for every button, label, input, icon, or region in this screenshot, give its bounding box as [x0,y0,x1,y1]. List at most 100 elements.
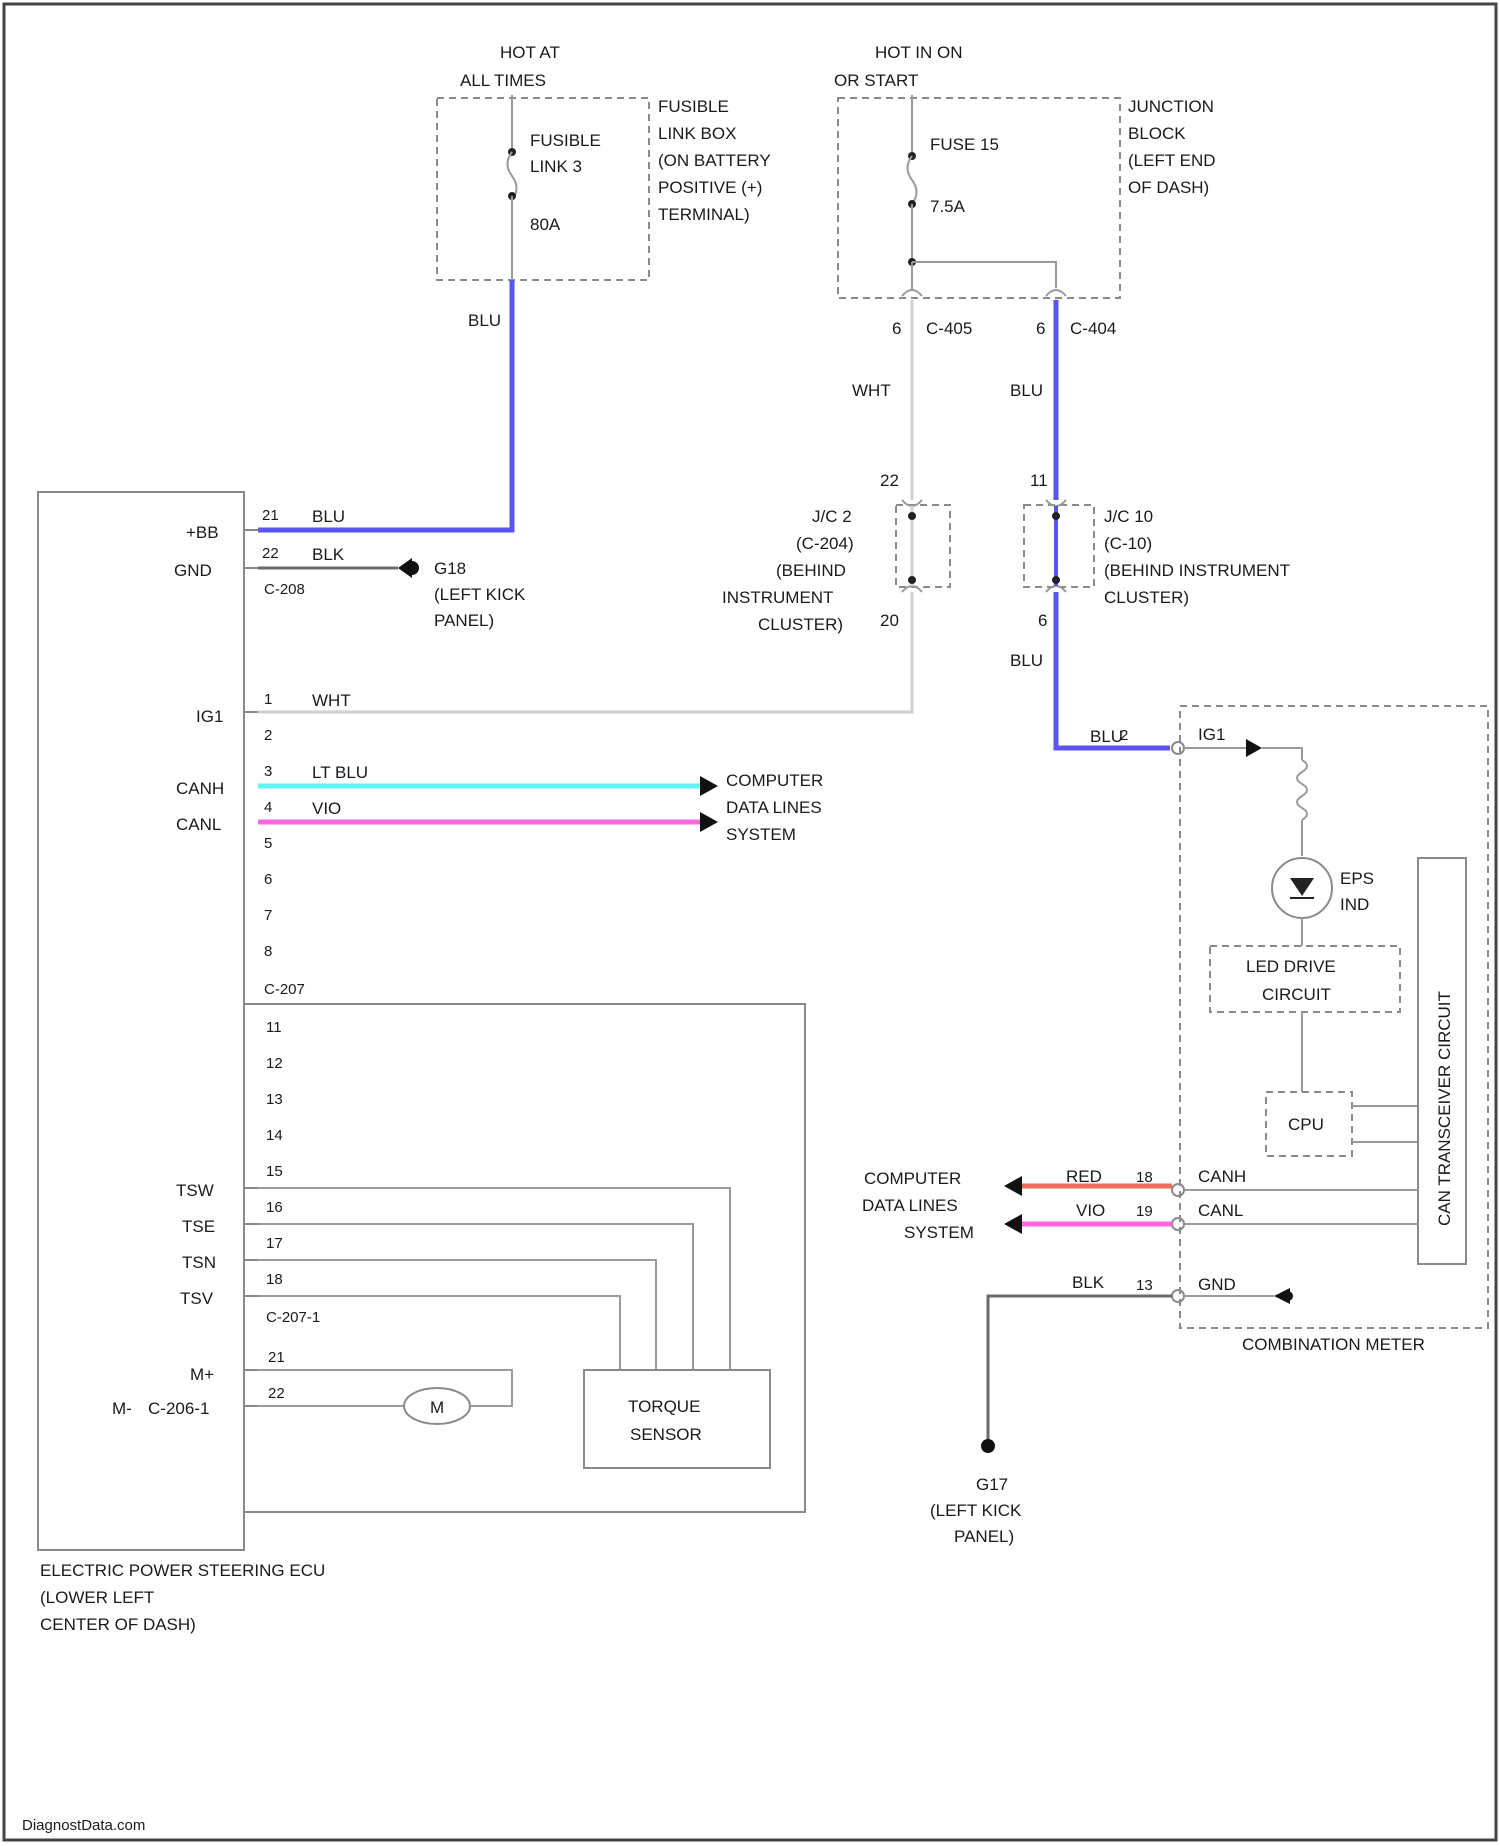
ecu-pin-7: 7 [264,907,272,924]
jb-loc-1: JUNCTION [1128,97,1214,116]
meter-label-ig1: IG1 [1198,725,1225,744]
ground-g17-icon [981,1439,995,1453]
ground-g17-loc-1: (LEFT KICK [930,1501,1022,1520]
meter-label-gnd: GND [1198,1275,1236,1294]
wire-tsw [258,1188,730,1370]
torque-sensor-box [584,1370,770,1468]
ecu-pin-17: 17 [266,1235,283,1252]
ecu-pin-5: 5 [264,835,272,852]
hot-at-all-times-2: ALL TIMES [460,71,546,90]
wire-label-blk-meter: BLK [1072,1273,1105,1292]
arrow-icon [1004,1214,1022,1234]
jb-loc-3: (LEFT END [1128,151,1216,170]
fusible-link-box: HOT AT ALL TIMES FUSIBLE LINK 3 80A FUSI… [437,43,771,330]
hot-in-on-2: OR START [834,71,918,90]
ecu-conn-c208: C-208 [264,581,305,598]
meter-data-lines-2: DATA LINES [862,1196,958,1215]
ecu-conn-c2071: C-207-1 [266,1309,320,1326]
ecu-label-tsn: TSN [182,1253,216,1272]
ecu-conn-c2061: C-206-1 [148,1399,209,1418]
ecu-pin-13: 13 [266,1091,283,1108]
arrow-icon [700,776,718,796]
motor-label: M [430,1398,444,1417]
connector-c404-symbol [1046,290,1066,296]
combination-meter: 2 BLU IG1 EPS IND LED DRIVE CIRCUIT CPU … [862,706,1488,1546]
eps-ecu-body [38,492,244,1550]
eps-ind-2: IND [1340,895,1369,914]
ground-g17-name: G17 [976,1475,1008,1494]
hot-at-all-times-1: HOT AT [500,43,560,62]
meter-label-canl: CANL [1198,1201,1243,1220]
jc2-outline [896,505,950,587]
wire-label-wht-jb: WHT [852,381,891,400]
ecu-pin-16: 16 [266,1199,283,1216]
ecu-pin-21: 21 [262,507,279,524]
wire-label-blu-meter: BLU [1090,727,1123,746]
wire-label-vio-ecu: VIO [312,799,341,818]
meter-data-lines-1: COMPUTER [864,1169,961,1188]
fusible-loc-5: TERMINAL) [658,205,750,224]
fusible-loc-2: LINK BOX [658,124,736,143]
can-transceiver-label: CAN TRANSCEIVER CIRCUIT [1435,991,1454,1226]
ecu-label-canh: CANH [176,779,224,798]
ecu-label-tsw: TSW [176,1181,214,1200]
jc2-label-3: (BEHIND [776,561,846,580]
jc10-bottom-pin: 6 [1038,611,1047,630]
ecu-label-mplus: M+ [190,1365,214,1384]
jc2-label-1: J/C 2 [812,507,852,526]
ground-g18-name: G18 [434,559,466,578]
wire-wht-ig1 [258,592,912,712]
wire-tsv [258,1296,620,1370]
jb-loc-2: BLOCK [1128,124,1186,143]
ecu-pin-1: 1 [264,691,272,708]
ecu-pin-stubs [244,530,258,1406]
eps-ecu-sensor-section [244,1004,805,1512]
jc2-label-4: INSTRUMENT [722,588,833,607]
ecu-pin-11: 11 [266,1019,282,1036]
ecu-pin-18: 18 [266,1271,283,1288]
c405-name: C-405 [926,319,972,338]
jc10-label-3: (BEHIND INSTRUMENT [1104,561,1290,580]
ecu-name-1: ELECTRIC POWER STEERING ECU [40,1561,325,1580]
c405-pin: 6 [892,319,901,338]
ground-g18-loc-2: PANEL) [434,611,494,630]
ecu-pin-14: 14 [266,1127,283,1144]
ecu-pin-m22: 22 [268,1385,285,1402]
eps-ind-1: EPS [1340,869,1374,888]
arrow-icon [1246,739,1262,757]
fuse-15-symbol [908,156,917,204]
wire-label-vio-meter: VIO [1076,1201,1105,1220]
jc2-label-2: (C-204) [796,534,854,553]
hot-in-on-1: HOT IN ON [875,43,963,62]
footer-watermark: DiagnostData.com [22,1817,145,1834]
jc10-label-2: (C-10) [1104,534,1152,553]
jb-loc-4: OF DASH) [1128,178,1209,197]
ecu-label-ig1: IG1 [196,707,223,726]
jc10-top-pin: 11 [1030,471,1048,490]
ecu-name-2: (LOWER LEFT [40,1588,154,1607]
ground-g18-loc-1: (LEFT KICK [434,585,526,604]
meter-pin-13: 13 [1136,1277,1153,1294]
led-drive-2: CIRCUIT [1262,985,1331,1004]
fusible-loc-1: FUSIBLE [658,97,729,116]
jc10-label-1: J/C 10 [1104,507,1153,526]
c404-pin: 6 [1036,319,1045,338]
wire-label-blk-gnd: BLK [312,545,345,564]
led-drive-1: LED DRIVE [1246,957,1336,976]
fusible-loc-3: (ON BATTERY [658,151,771,170]
ecu-pin-15: 15 [266,1163,283,1180]
ecu-label-mminus: M- [112,1399,132,1418]
meter-label-canh: CANH [1198,1167,1246,1186]
fuse-15-rating: 7.5A [930,197,966,216]
ecu-pin-m21: 21 [268,1349,285,1366]
wire-motor-plus [258,1370,512,1406]
ecu-pin-22: 22 [262,545,279,562]
junction-block: HOT IN ON OR START FUSE 15 7.5A JUNCTION… [834,43,1216,400]
jc2-top-pin: 22 [880,471,899,490]
wire-label-blu-jb: BLU [1010,381,1043,400]
ecu-label-canl: CANL [176,815,221,834]
ecu-data-lines-2: DATA LINES [726,798,822,817]
ecu-pin-2: 2 [264,727,272,744]
fusible-link-rating: 80A [530,215,561,234]
torque-sensor-1: TORQUE [628,1397,700,1416]
